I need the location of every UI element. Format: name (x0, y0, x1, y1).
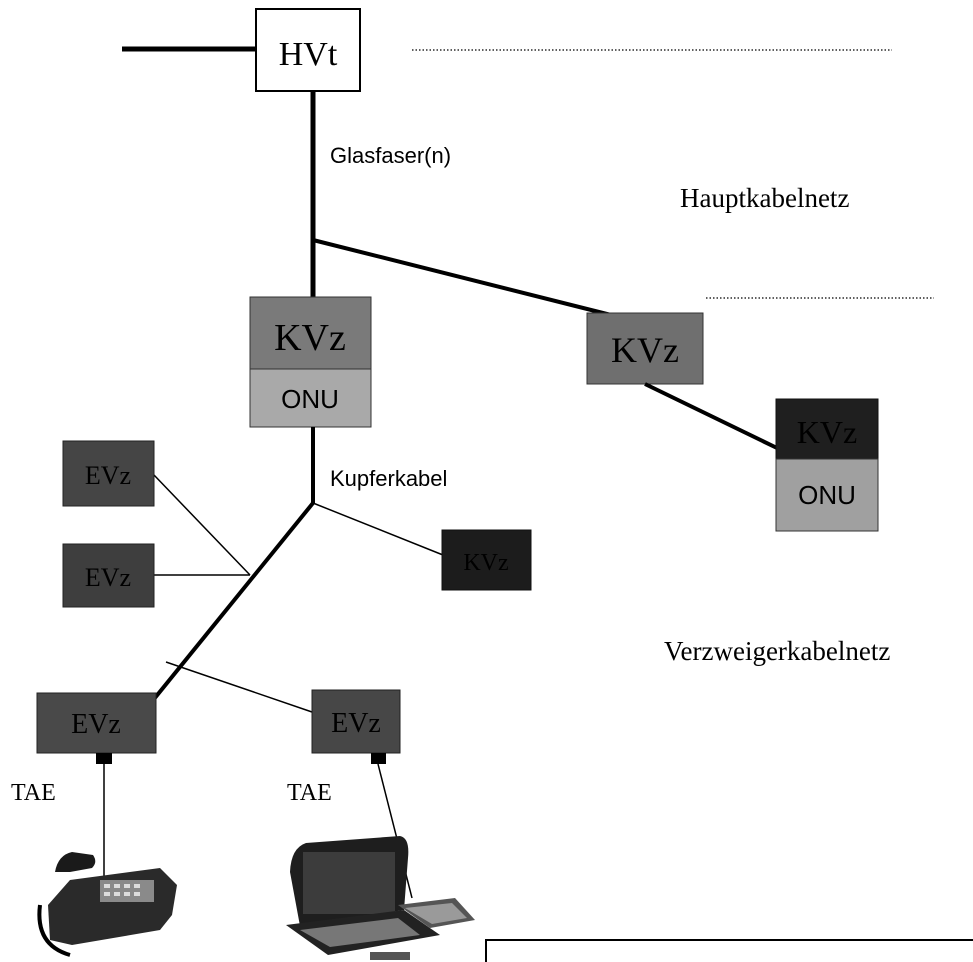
evz-left-top-box (62, 440, 155, 507)
onu-far-label: ONU (798, 480, 856, 510)
evz-bottom-mid-label: EVz (331, 708, 381, 739)
copper-branch-top-left (153, 474, 251, 576)
kvz-main-label: KVz (274, 317, 346, 359)
kvz-main-box (249, 296, 372, 370)
onu-far-box (775, 458, 879, 532)
copper-branch-right (312, 502, 444, 556)
laptop-icon (286, 836, 475, 960)
hauptkabelnetz-label: Hauptkabelnetz (680, 183, 849, 213)
onu-main-label: ONU (281, 384, 339, 414)
tae-left-socket (96, 753, 112, 764)
kupferkabel-label: Kupferkabel (330, 466, 447, 491)
small-kvz-box (441, 529, 532, 591)
small-kvz-label: KVz (463, 550, 508, 576)
glasfaser-label: Glasfaser(n) (330, 143, 451, 168)
copper-main (135, 501, 315, 722)
evz-left-mid-box (62, 543, 155, 608)
evz-bottom-mid-box (311, 689, 401, 754)
copper-branch-bottom (165, 661, 313, 713)
tae-mid-label: TAE (287, 780, 332, 806)
kvz-right-box (586, 312, 704, 385)
kvz-right-label: KVz (611, 330, 679, 370)
onu-main-box (249, 368, 372, 428)
kvz-far-box (775, 398, 879, 460)
link-to-far-kvz (644, 382, 778, 450)
tae-mid-socket (371, 753, 386, 764)
hvt-label: HVt (279, 36, 338, 73)
tae-left-label: TAE (11, 780, 56, 806)
fiber-branch (312, 238, 616, 318)
evz-left-top-label: EVz (85, 461, 131, 490)
evz-left-mid-label: EVz (85, 563, 131, 592)
hvt-box (255, 8, 361, 92)
evz-bottom-left-box (36, 692, 157, 754)
verzweigerkabelnetz-label: Verzweigerkabelnetz (664, 636, 890, 666)
evz-bottom-left-label: EVz (71, 709, 121, 740)
kvz-far-label: KVz (797, 414, 857, 450)
telephone-icon (37, 852, 177, 957)
frame-corner (485, 939, 973, 962)
